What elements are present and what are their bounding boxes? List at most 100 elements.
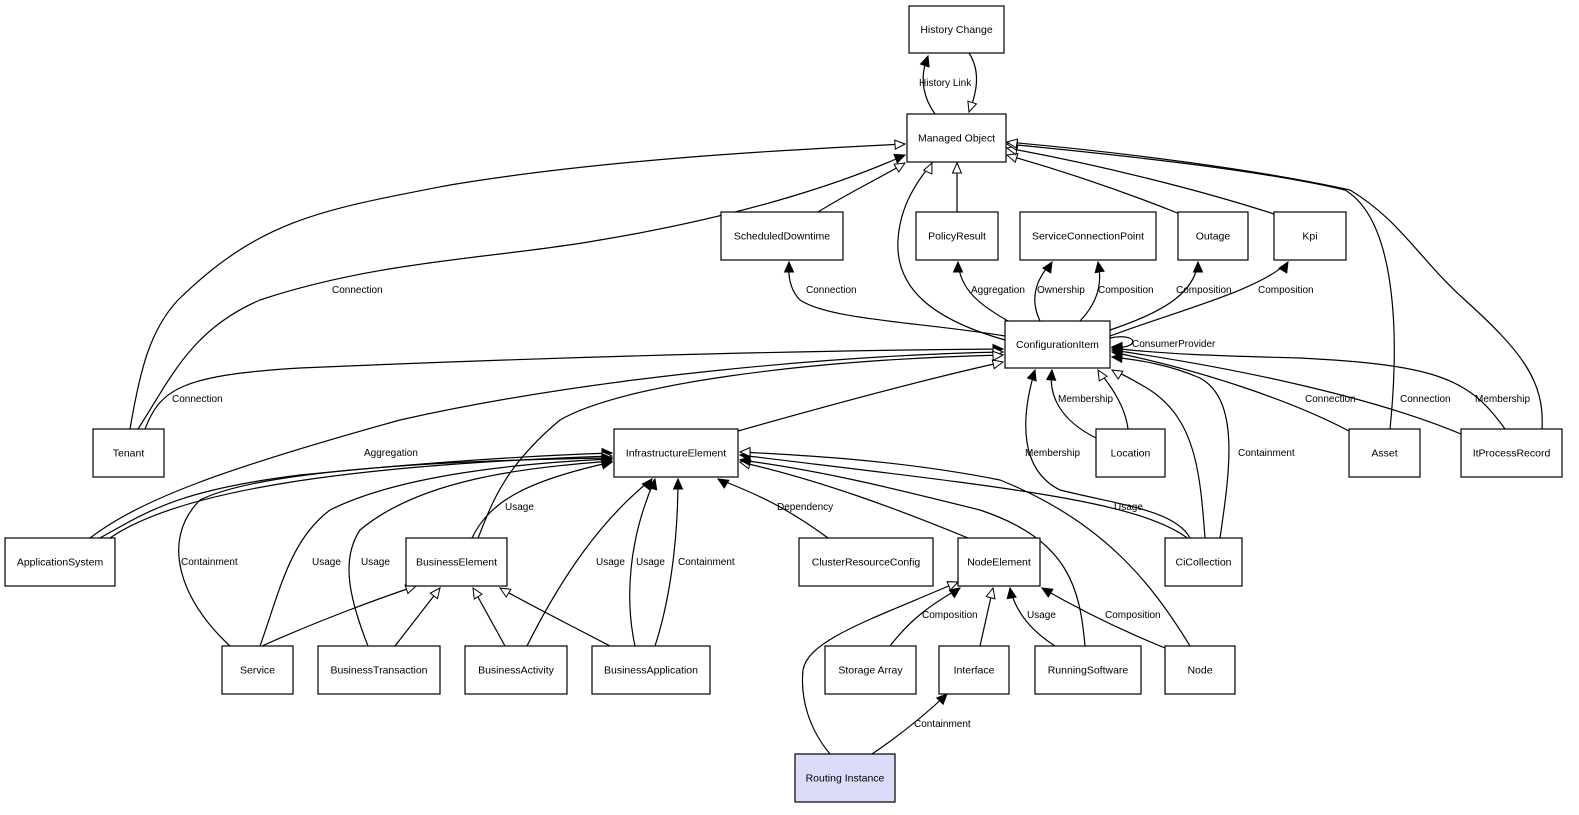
node-label: CiCollection bbox=[1175, 557, 1231, 569]
edge-ci-kpi bbox=[1109, 260, 1289, 337]
association-arrowhead bbox=[1006, 586, 1017, 600]
node-box[interactable] bbox=[1164, 645, 1236, 695]
node-cluster-resource-config[interactable]: ClusterResourceConfig bbox=[798, 537, 934, 587]
node-label: Location bbox=[1111, 448, 1151, 460]
node-box[interactable] bbox=[794, 753, 896, 803]
node-business-element[interactable]: BusinessElement bbox=[405, 537, 508, 587]
node-label: BusinessApplication bbox=[604, 665, 698, 677]
node-box[interactable] bbox=[1095, 428, 1166, 478]
node-box[interactable] bbox=[1004, 320, 1111, 369]
node-label: RunningSoftware bbox=[1048, 665, 1129, 677]
node-node[interactable]: Node bbox=[1164, 645, 1236, 695]
association-arrowhead bbox=[952, 260, 964, 273]
inheritance-arrowhead bbox=[985, 586, 996, 600]
node-box[interactable] bbox=[938, 645, 1010, 695]
edge-ri-ne bbox=[801, 581, 960, 755]
node-box[interactable] bbox=[908, 5, 1005, 54]
node-service-connection-point[interactable]: ServiceConnectionPoint bbox=[1019, 211, 1157, 261]
node-label: Interface bbox=[954, 665, 995, 677]
edge-ci-scp-own bbox=[1034, 260, 1053, 322]
node-box[interactable] bbox=[464, 645, 568, 695]
node-box[interactable] bbox=[957, 537, 1041, 587]
node-asset[interactable]: Asset bbox=[1348, 428, 1421, 478]
node-label: Kpi bbox=[1302, 231, 1317, 243]
node-label: ConfigurationItem bbox=[1016, 339, 1099, 351]
node-managed-object[interactable]: Managed Object bbox=[906, 113, 1007, 163]
node-business-transaction[interactable]: BusinessTransaction bbox=[317, 645, 441, 695]
node-box[interactable] bbox=[405, 537, 508, 587]
node-storage-array[interactable]: Storage Array bbox=[824, 645, 917, 695]
node-box[interactable] bbox=[798, 537, 934, 587]
edge-label-connection-itpr: Connection bbox=[1400, 394, 1451, 405]
edge-be-ci bbox=[477, 350, 1005, 539]
node-box[interactable] bbox=[1177, 211, 1249, 261]
node-interface[interactable]: Interface bbox=[938, 645, 1010, 695]
node-label: Outage bbox=[1196, 231, 1231, 243]
node-box[interactable] bbox=[613, 428, 739, 478]
node-box[interactable] bbox=[92, 428, 165, 478]
edge-label-containment-service: Containment bbox=[181, 557, 238, 568]
inheritance-arrowhead bbox=[893, 162, 907, 173]
edge-ci-pr bbox=[952, 260, 1009, 322]
node-history-change[interactable]: History Change bbox=[908, 5, 1005, 54]
node-outage[interactable]: Outage bbox=[1177, 211, 1249, 261]
node-label: Managed Object bbox=[918, 133, 995, 145]
node-node-element[interactable]: NodeElement bbox=[957, 537, 1041, 587]
edge-label-connection-tenant-ci: Connection bbox=[172, 394, 223, 405]
node-label: BusinessElement bbox=[416, 557, 497, 569]
node-box[interactable] bbox=[1460, 428, 1563, 478]
node-box[interactable] bbox=[591, 645, 711, 695]
association-arrowhead bbox=[893, 153, 907, 164]
node-application-system[interactable]: ApplicationSystem bbox=[4, 537, 116, 587]
node-box[interactable] bbox=[1348, 428, 1421, 478]
node-label: ClusterResourceConfig bbox=[812, 557, 921, 569]
edge-label-containment-cicol: Containment bbox=[1238, 448, 1295, 459]
inheritance-arrowhead bbox=[951, 161, 963, 174]
node-box[interactable] bbox=[824, 645, 917, 695]
node-box[interactable] bbox=[1164, 537, 1243, 587]
node-location[interactable]: Location bbox=[1095, 428, 1166, 478]
node-routing-instance[interactable]: Routing Instance bbox=[794, 753, 896, 803]
edge-loc-ci-mem bbox=[1045, 368, 1097, 439]
node-label: InfrastructureElement bbox=[626, 448, 726, 460]
node-label: Service bbox=[240, 665, 275, 677]
edge-if-ne bbox=[979, 586, 996, 647]
node-kpi[interactable]: Kpi bbox=[1273, 211, 1347, 261]
node-scheduled-downtime[interactable]: ScheduledDowntime bbox=[720, 211, 844, 261]
node-tenant[interactable]: Tenant bbox=[92, 428, 165, 478]
node-running-software[interactable]: RunningSoftware bbox=[1034, 645, 1142, 695]
node-box[interactable] bbox=[906, 113, 1007, 163]
edge-asset-ci bbox=[1110, 348, 1350, 432]
association-arrowhead bbox=[1094, 260, 1105, 274]
node-ci-collection[interactable]: CiCollection bbox=[1164, 537, 1243, 587]
node-box[interactable] bbox=[720, 211, 844, 261]
node-label: ScheduledDowntime bbox=[734, 231, 830, 243]
edge-label-membership-location: Membership bbox=[1058, 394, 1113, 405]
node-business-activity[interactable]: BusinessActivity bbox=[464, 645, 568, 695]
node-box[interactable] bbox=[1019, 211, 1157, 261]
node-it-process-record[interactable]: ItProcessRecord bbox=[1460, 428, 1563, 478]
node-label: Routing Instance bbox=[806, 773, 885, 785]
edge-tenant-conn-mo bbox=[137, 153, 907, 430]
edge-bt-ie bbox=[348, 456, 614, 647]
node-configuration-item[interactable]: ConfigurationItem bbox=[1004, 320, 1111, 369]
edge-as-ci bbox=[89, 346, 1005, 539]
node-box[interactable] bbox=[915, 211, 999, 261]
node-box[interactable] bbox=[317, 645, 441, 695]
node-business-application[interactable]: BusinessApplication bbox=[591, 645, 711, 695]
edge-ci-mo bbox=[897, 161, 1006, 341]
inheritance-arrowhead bbox=[922, 161, 933, 175]
edge-label-history-link: History Link bbox=[919, 78, 972, 89]
node-box[interactable] bbox=[4, 537, 116, 587]
node-policy-result[interactable]: PolicyResult bbox=[915, 211, 999, 261]
inheritance-arrowhead bbox=[1110, 369, 1124, 380]
edge-bapp-ie-usage bbox=[629, 477, 658, 647]
node-box[interactable] bbox=[1273, 211, 1347, 261]
node-box[interactable] bbox=[221, 645, 294, 695]
edge-sd-mo bbox=[817, 162, 907, 213]
node-service[interactable]: Service bbox=[221, 645, 294, 695]
node-box[interactable] bbox=[1034, 645, 1142, 695]
edge-outage-mo bbox=[1005, 153, 1181, 215]
node-infrastructure-element[interactable]: InfrastructureElement bbox=[613, 428, 739, 478]
